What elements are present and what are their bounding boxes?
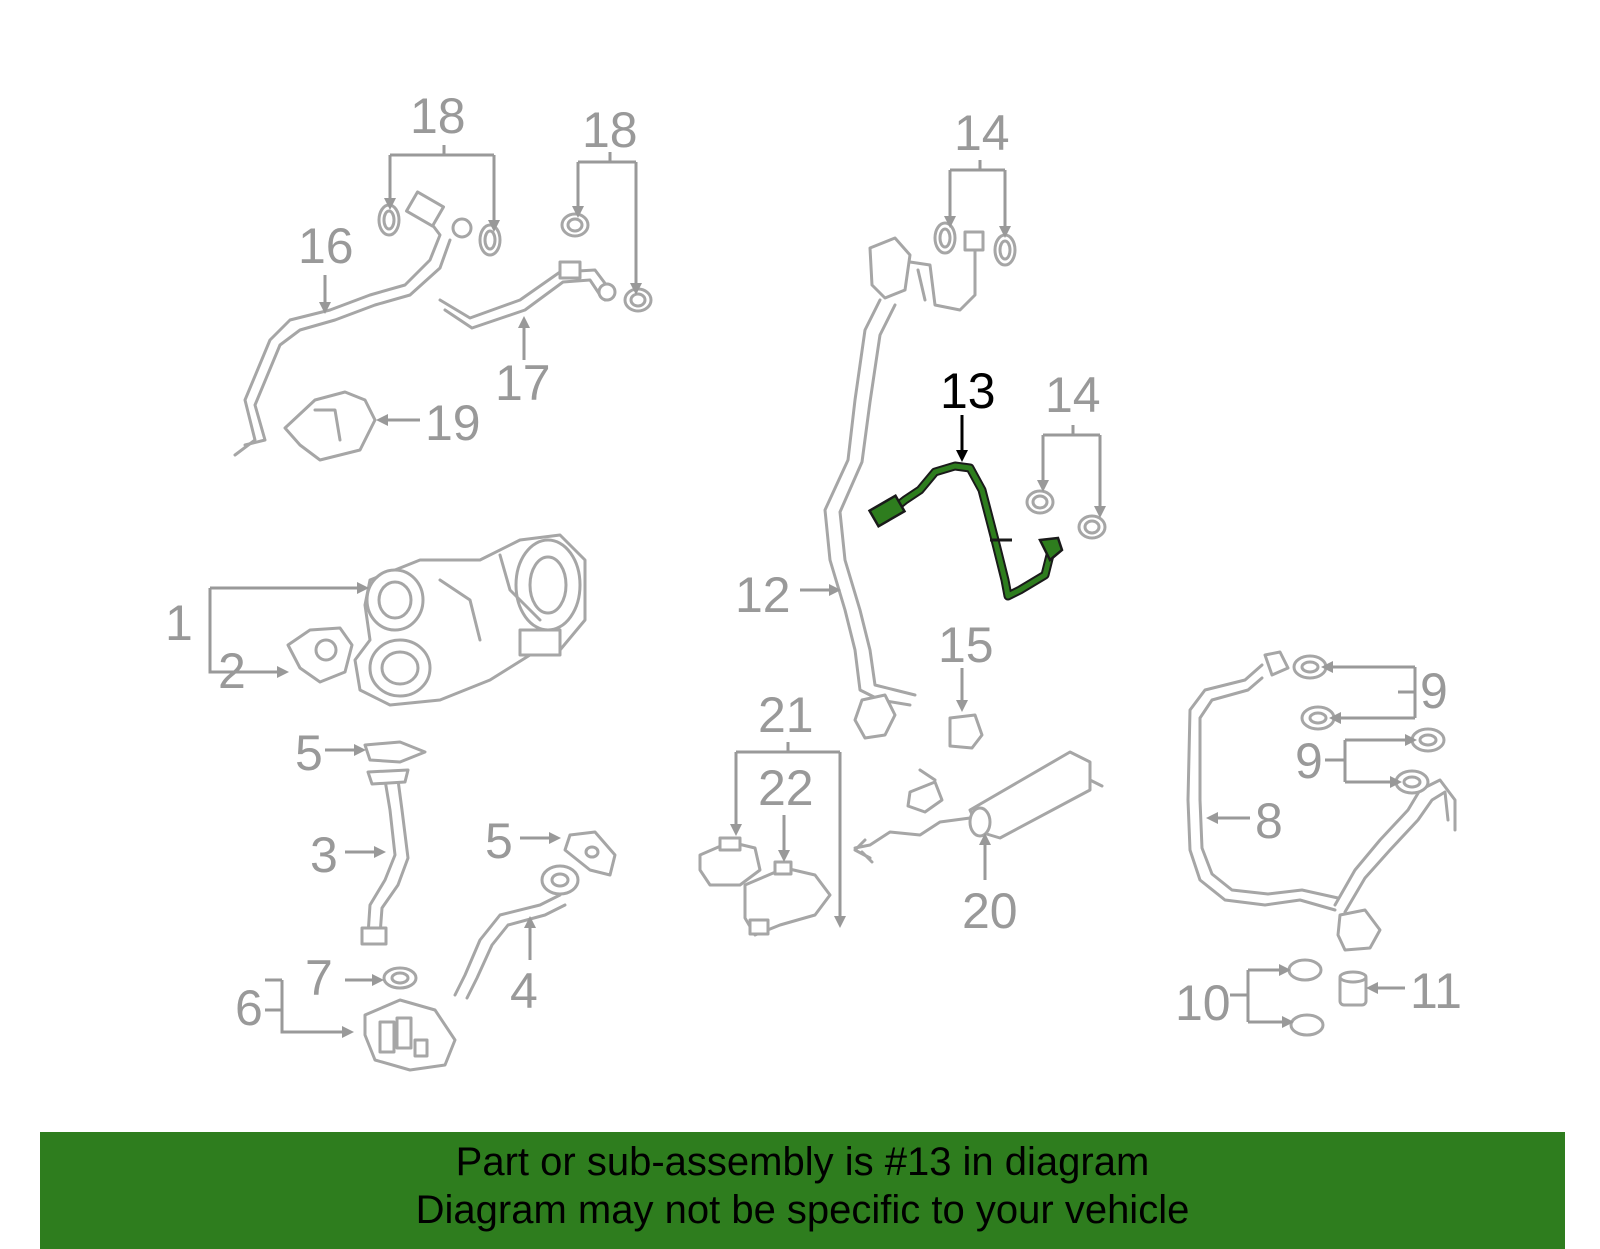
callout-1: 1 [165,595,193,651]
banner-line-part: Part or sub-assembly is #13 in diagram [455,1140,1150,1184]
part-15-clip [948,713,984,750]
callout-19: 19 [425,395,481,451]
part-5-gasket-left [363,740,427,764]
leader-20 [979,833,991,880]
part-14-seals-middle [1025,489,1107,540]
part-17-pipe [438,260,617,330]
part-14-seals-top [933,221,1017,267]
part-22-valve [743,860,832,937]
callout-17: 17 [495,355,551,411]
callout-5-right: 5 [485,813,513,869]
part-3-oil-line [360,768,410,946]
part-2-actuator [286,626,354,684]
part-4-oil-line [453,864,580,1000]
leaders-3-7 [265,744,561,1038]
callout-15: 15 [938,617,994,673]
part-21-valve [698,836,762,887]
callout-3: 3 [310,827,338,883]
parts-diagram: 18 18 16 17 19 1 2 5 3 5 4 7 6 14 13 14 … [165,88,1462,1072]
part-7-seal [382,966,418,990]
leaders-12-14-top [800,160,1011,596]
part-8-coolant-pipe [1186,650,1457,952]
callout-20: 20 [962,883,1018,939]
callout-18-left: 18 [410,88,466,144]
callout-14-middle: 14 [1045,367,1101,423]
callout-2: 2 [218,643,246,699]
part-19-bracket [283,390,377,462]
part-16-coolant-pipe [233,190,473,457]
callout-12: 12 [735,567,791,623]
callout-7: 7 [305,950,333,1006]
leader-15 [956,668,968,712]
callout-9-bottom: 9 [1295,733,1323,789]
leaders-13-14 [956,415,1106,518]
callout-14-top: 14 [954,105,1010,161]
banner-line-disclaimer: Diagram may not be specific to your vehi… [415,1188,1190,1232]
callout-16: 16 [298,218,354,274]
callout-22: 22 [758,760,814,816]
leaders-1-2 [208,582,369,678]
callout-4: 4 [510,963,538,1019]
callout-13: 13 [940,363,996,419]
leaders-8-11 [1206,661,1417,1028]
part-12-coolant-line [823,236,977,740]
callout-8: 8 [1255,793,1283,849]
part-20-sensor-assembly [853,750,1104,864]
part-10-o-rings [1287,958,1325,1037]
part-5-gasket-right [563,830,617,877]
callout-18-right: 18 [582,102,638,158]
callout-9-top: 9 [1420,663,1448,719]
part-6-oil-housing [363,998,457,1072]
callout-11: 11 [1410,963,1462,1019]
callout-21: 21 [758,687,814,743]
leaders-top-left [319,145,642,426]
part-1-turbocharger [353,533,587,707]
leaders-21-22 [730,742,846,928]
info-banner: Part or sub-assembly is #13 in diagram D… [40,1132,1565,1249]
callout-10: 10 [1175,975,1231,1031]
part-11-sleeve [1338,970,1368,1007]
callout-5-left: 5 [295,725,323,781]
callout-6: 6 [235,980,263,1036]
part-13-highlighted-line [867,461,1064,601]
part-18-seal-rings-left [377,203,502,257]
